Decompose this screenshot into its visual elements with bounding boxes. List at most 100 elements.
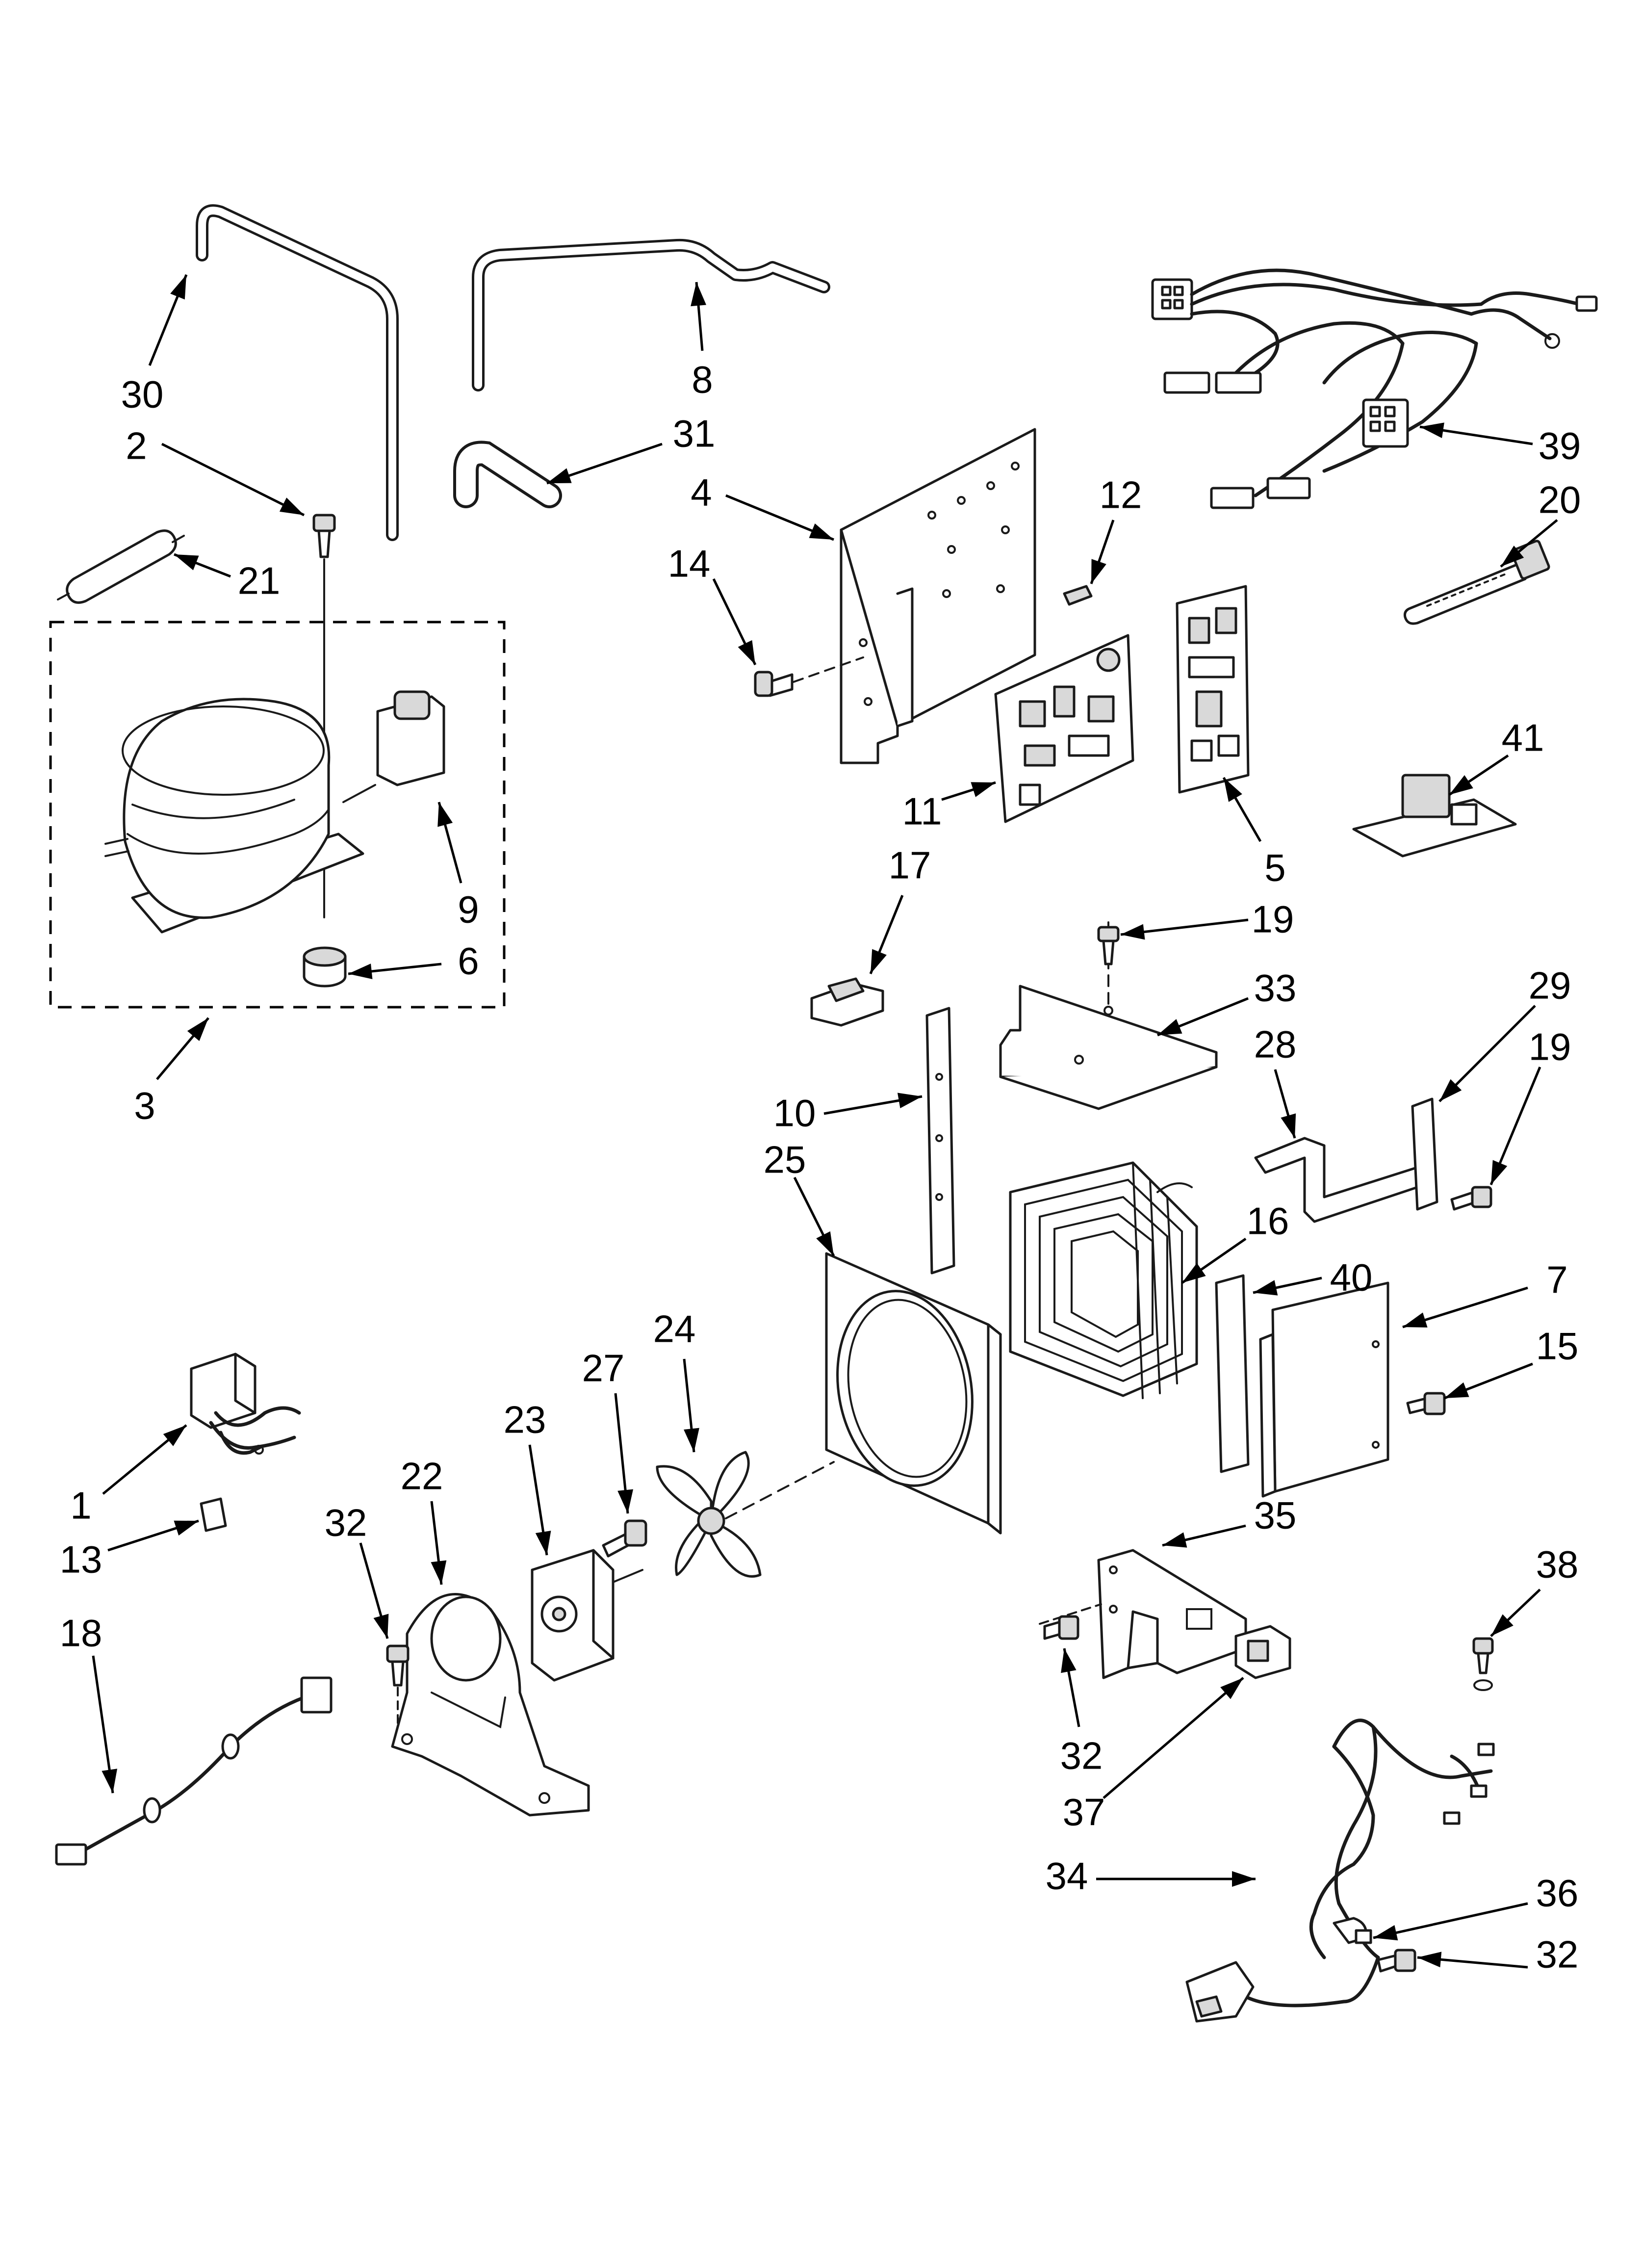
arrowhead xyxy=(1439,1079,1462,1101)
callout-fan-blade-24: 24 xyxy=(653,1307,699,1453)
screw-32c xyxy=(1377,1949,1416,1973)
callout-switch-17: 17 xyxy=(869,844,931,974)
wire-harness-18 xyxy=(55,1676,333,1866)
callout-number: 1 xyxy=(70,1484,91,1527)
leader-line xyxy=(161,443,305,517)
wire-harness-39 xyxy=(1151,268,1598,509)
callout-clip-13: 13 xyxy=(60,1519,199,1581)
control-board-5 xyxy=(1176,585,1250,794)
callout-number: 28 xyxy=(1254,1023,1297,1066)
relay-9 xyxy=(342,690,445,803)
callout-bracket-10: 10 xyxy=(773,1092,923,1135)
callout-number: 13 xyxy=(60,1538,103,1581)
callout-condenser-16: 16 xyxy=(1181,1199,1289,1284)
callout-wire-harness-18: 18 xyxy=(60,1612,118,1794)
callout-number: 6 xyxy=(458,939,479,983)
callout-number: 21 xyxy=(238,559,281,602)
grommet-6 xyxy=(303,946,347,988)
callout-bracket-28: 28 xyxy=(1254,1023,1297,1139)
callout-relay-9: 9 xyxy=(437,802,479,931)
callout-power-cord-34: 34 xyxy=(1046,1854,1256,1898)
screw-15 xyxy=(1406,1392,1446,1415)
power-board-41 xyxy=(1352,774,1517,858)
callout-transformer-1: 1 xyxy=(70,1424,187,1527)
callout-compressor-assembly-3: 3 xyxy=(134,1017,209,1127)
callout-number: 38 xyxy=(1536,1543,1579,1586)
callout-motor-bracket-22: 22 xyxy=(401,1455,447,1585)
callout-cord-clamp-36: 36 xyxy=(1373,1872,1578,1941)
fan-blade-24 xyxy=(656,1451,835,1578)
callout-fan-motor-23: 23 xyxy=(504,1398,551,1556)
callout-power-board-41: 41 xyxy=(1448,716,1544,796)
callout-bracket-29: 29 xyxy=(1438,964,1571,1102)
arrowhead xyxy=(1373,1925,1398,1941)
power-cord-34 xyxy=(1185,1719,1495,2023)
callout-number: 30 xyxy=(121,373,164,416)
switch-17 xyxy=(810,977,884,1027)
callout-tube-30: 30 xyxy=(121,274,188,416)
arrowhead xyxy=(187,1018,208,1042)
callout-cable-tie-20: 20 xyxy=(1500,478,1581,568)
callout-screw-27: 27 xyxy=(582,1347,634,1514)
callout-number: 36 xyxy=(1536,1872,1579,1915)
screw-14 xyxy=(754,656,864,697)
baffle-7 xyxy=(1259,1281,1389,1498)
seal-40 xyxy=(1215,1274,1250,1473)
bracket-4 xyxy=(840,428,1036,764)
arrowhead xyxy=(1281,1113,1296,1138)
callout-number: 31 xyxy=(673,412,716,455)
callout-screw-19: 19 xyxy=(1120,898,1294,941)
callout-drier-21: 21 xyxy=(174,553,281,602)
bracket-35 xyxy=(1039,1549,1247,1679)
control-board-11 xyxy=(994,634,1134,823)
callout-screw-32b: 32 xyxy=(1060,1648,1103,1777)
arrowhead xyxy=(1253,1280,1278,1296)
arrowhead xyxy=(809,523,834,540)
arrowhead xyxy=(431,1560,447,1585)
arrowhead xyxy=(1232,1871,1256,1887)
arrowhead xyxy=(971,782,996,797)
callout-number: 19 xyxy=(1529,1025,1571,1069)
callout-number: 9 xyxy=(458,888,479,931)
callout-control-board-5: 5 xyxy=(1222,777,1286,889)
arrowhead xyxy=(1403,1312,1428,1328)
callout-shroud-33: 33 xyxy=(1157,966,1296,1037)
callout-number: 7 xyxy=(1546,1258,1567,1302)
screw-38 xyxy=(1472,1637,1494,1691)
arrowhead xyxy=(348,964,373,979)
arrowhead xyxy=(1220,1678,1243,1699)
screw-32b xyxy=(1043,1615,1079,1640)
compressor-assembly-3 xyxy=(49,621,506,1009)
callout-number: 24 xyxy=(653,1307,696,1351)
callout-control-board-11: 11 xyxy=(902,781,996,833)
callout-bracket-4: 4 xyxy=(691,471,834,541)
hose-31 xyxy=(453,441,562,508)
callout-screw-32c: 32 xyxy=(1417,1933,1578,1976)
callout-number: 15 xyxy=(1536,1325,1579,1368)
arrowhead xyxy=(437,802,453,827)
callout-number: 32 xyxy=(1536,1933,1579,1976)
callout-baffle-7: 7 xyxy=(1402,1258,1568,1329)
callout-wire-harness-39: 39 xyxy=(1419,422,1581,468)
arrowhead xyxy=(1224,778,1242,802)
fan-shroud-25 xyxy=(825,1252,1002,1535)
arrowhead xyxy=(871,949,887,974)
callout-number: 11 xyxy=(902,790,942,833)
callout-number: 18 xyxy=(60,1612,103,1655)
callout-tube-8: 8 xyxy=(691,282,713,401)
callout-number: 39 xyxy=(1539,424,1581,468)
callout-number: 29 xyxy=(1529,964,1571,1007)
arrowhead xyxy=(102,1769,118,1793)
arrowhead xyxy=(373,1614,389,1639)
tube-8 xyxy=(472,238,830,391)
arrowhead xyxy=(170,275,186,300)
arrowhead xyxy=(1449,775,1473,795)
callout-number: 34 xyxy=(1046,1854,1088,1898)
callout-screw-2: 2 xyxy=(126,424,305,517)
terminal-block-37 xyxy=(1234,1625,1291,1679)
arrowhead xyxy=(738,640,755,665)
fan-motor-23 xyxy=(531,1549,643,1682)
condenser-16 xyxy=(1009,1161,1198,1399)
